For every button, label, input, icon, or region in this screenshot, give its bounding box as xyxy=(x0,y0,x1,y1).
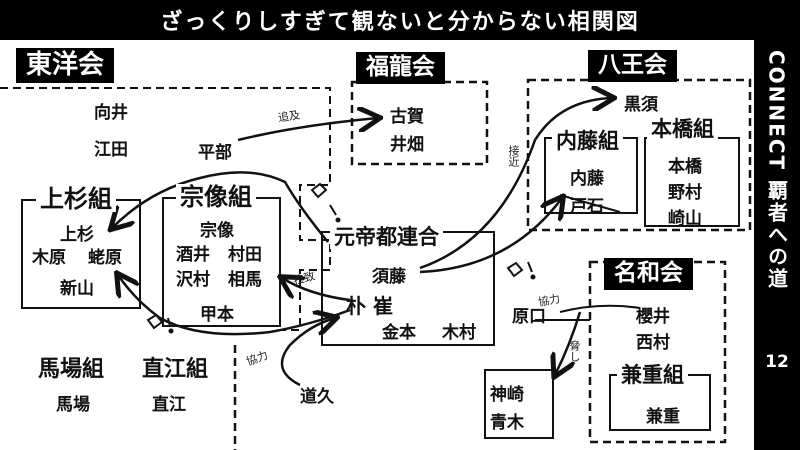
member-uesugi: 上杉 xyxy=(60,225,94,245)
member-kihara: 木原 xyxy=(32,248,66,268)
member-eda: 江田 xyxy=(94,140,128,160)
uesugi-gumi-title: 上杉組 xyxy=(36,186,116,212)
member-soma: 相馬 xyxy=(228,270,262,290)
honbashi-gumi-title: 本橋組 xyxy=(647,117,718,142)
header-banner: ざっくりしすぎて観ないと分からない相関図 xyxy=(0,0,800,40)
member-komoto: 甲本 xyxy=(200,305,234,325)
exclamation-mark-3 xyxy=(506,261,536,280)
member-michihisa: 道久 xyxy=(300,387,334,407)
member-sakurai: 櫻井 xyxy=(636,307,670,327)
member-toishi: 戸石 xyxy=(570,197,604,217)
kanzaki-box xyxy=(484,369,554,439)
note-tsuikyu: 追及 xyxy=(277,108,301,125)
arrow-haraguchi-to-kanzaki xyxy=(555,311,582,375)
exclamation-mark-1 xyxy=(310,182,341,223)
member-honbashi: 本橋 xyxy=(668,157,702,177)
naito-strike-line xyxy=(559,194,621,213)
toyo-boundary xyxy=(0,87,331,331)
baba-gumi-title: 馬場組 xyxy=(34,357,109,383)
member-sakai: 酒井 xyxy=(176,245,210,265)
gentei-rengo-title: 元帝都連合 xyxy=(330,225,443,250)
arrow-gentei-to-uesugi xyxy=(112,171,329,243)
hachio-kai-label: 八王会 xyxy=(588,50,677,82)
arrow-gentei-to-kurosu xyxy=(419,98,612,270)
naito-gumi-title: 内藤組 xyxy=(552,129,623,154)
naoe-gumi-title: 直江組 xyxy=(138,357,213,383)
arrow-boku-to-uesugi xyxy=(118,275,351,336)
member-nomura: 野村 xyxy=(668,183,702,203)
line-haraguchi-to-nawa xyxy=(559,304,641,313)
member-hirabe: 平部 xyxy=(198,143,232,163)
member-aoki: 青木 xyxy=(490,413,524,433)
munakata-gumi-title: 宗像組 xyxy=(176,184,256,210)
note-sekkin: 接近 xyxy=(507,145,520,167)
member-sakiyama: 崎山 xyxy=(668,209,702,229)
member-mukai: 向井 xyxy=(94,103,128,123)
member-kurosu: 黒須 xyxy=(624,95,658,115)
member-naito: 内藤 xyxy=(570,169,604,189)
exclamation-mark-2 xyxy=(146,313,174,334)
member-ebihara: 蛯原 xyxy=(88,248,122,268)
member-niiyama: 新山 xyxy=(60,279,94,299)
member-koga: 古賀 xyxy=(390,107,424,127)
member-munakata: 宗像 xyxy=(200,221,234,241)
arrow-boku-to-munakata xyxy=(282,278,351,302)
member-sawamura: 沢村 xyxy=(176,270,210,290)
series-title: CONNECT 覇者への道 xyxy=(764,50,789,291)
arrow-hirabe-to-koga xyxy=(237,118,378,142)
arrow-michihisa-to-boku xyxy=(280,318,335,387)
member-kanzaki: 神崎 xyxy=(490,385,524,405)
member-kaneshige: 兼重 xyxy=(646,407,680,427)
member-sudo: 須藤 xyxy=(372,267,406,287)
episode-number: 12 xyxy=(765,352,789,372)
toyo-kai-label: 東洋会 xyxy=(16,48,115,84)
series-sidebar: CONNECT 覇者への道 12 xyxy=(754,40,800,450)
page-title: ざっくりしすぎて観ないと分からない相関図 xyxy=(160,10,640,35)
member-kanemoto: 金本 xyxy=(382,323,416,343)
fukuryu-kai-label: 福龍会 xyxy=(356,52,445,84)
member-boku-sai: 朴 崔 xyxy=(346,294,393,318)
member-nishimura: 西村 xyxy=(636,333,670,353)
member-kimura: 木村 xyxy=(442,323,476,343)
member-naoe: 直江 xyxy=(152,395,186,415)
arrow-gentei-to-naito xyxy=(419,198,562,274)
member-murata: 村田 xyxy=(228,245,262,265)
kaneshige-gumi-title: 兼重組 xyxy=(617,363,688,388)
member-haraguchi: 原口 xyxy=(512,307,546,327)
nawa-kai-label: 名和会 xyxy=(604,258,693,290)
member-baba: 馬場 xyxy=(56,395,90,415)
member-ihata: 井畑 xyxy=(390,135,424,155)
note-odoshi: 脅し xyxy=(568,340,581,362)
